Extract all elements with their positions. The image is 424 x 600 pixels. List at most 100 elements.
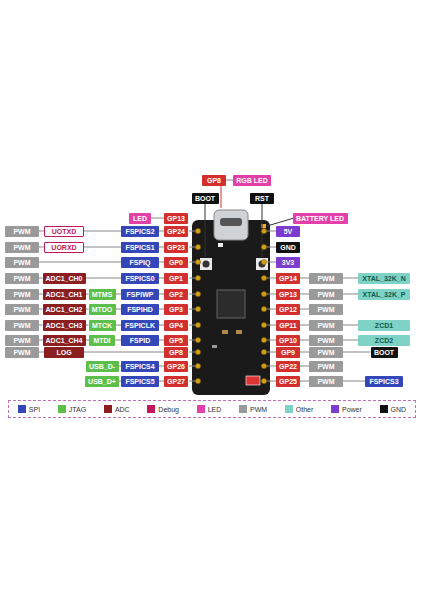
pin-label-text: FSPICS4 bbox=[125, 361, 154, 372]
button-cap bbox=[203, 261, 210, 268]
legend-item: GND bbox=[380, 405, 407, 413]
pin-label-text: LOG bbox=[56, 347, 71, 358]
adc-label: ADC1_CH4 bbox=[43, 335, 86, 346]
pwm-label: PWM bbox=[309, 273, 343, 284]
pin-connector bbox=[300, 340, 309, 341]
pin-connector bbox=[39, 309, 43, 310]
pwm-label: PWM bbox=[309, 335, 343, 346]
pin-label-text: PWM bbox=[13, 226, 30, 237]
pin-pad bbox=[261, 259, 266, 264]
pin-label-text: FSPIQ bbox=[129, 257, 150, 268]
pin-pad bbox=[195, 337, 200, 342]
pin-pad bbox=[195, 363, 200, 368]
pin-label-text: PWM bbox=[13, 347, 30, 358]
gpio-label: GP8 bbox=[202, 175, 226, 186]
adc-label: LOG bbox=[44, 347, 84, 358]
black-label: BOOT bbox=[192, 193, 219, 204]
pin-label-text: FSPICS1 bbox=[125, 242, 154, 253]
pin-label-text: BOOT bbox=[374, 347, 394, 358]
pin-label-text: GP4 bbox=[169, 320, 183, 331]
pin-connector bbox=[300, 352, 309, 353]
pin-leader bbox=[189, 309, 196, 310]
pin-connector bbox=[343, 381, 365, 382]
pin-label-text: GP11 bbox=[279, 320, 297, 331]
pin-label-text: GP13 bbox=[167, 213, 185, 224]
gpio-label: GP24 bbox=[164, 226, 188, 237]
pin-label-text: LED bbox=[133, 213, 147, 224]
pin-label-text: RST bbox=[255, 193, 269, 204]
pin-label-text: PWM bbox=[317, 304, 334, 315]
spi-label: FSPICS3 bbox=[365, 376, 403, 387]
pin-pad bbox=[261, 275, 266, 280]
pwm-label: PWM bbox=[5, 289, 39, 300]
pwm-label: PWM bbox=[309, 376, 343, 387]
legend-text: JTAG bbox=[69, 406, 86, 413]
antenna-part bbox=[246, 376, 260, 385]
pin-label-text: ADC1_CH2 bbox=[46, 304, 83, 315]
boot-button bbox=[200, 258, 212, 270]
pin-connector bbox=[151, 218, 164, 219]
pin-label-text: GP12 bbox=[279, 304, 297, 315]
pin-leader bbox=[189, 262, 196, 263]
pin-connector bbox=[343, 352, 371, 353]
pin-pad bbox=[195, 322, 200, 327]
chip bbox=[217, 290, 245, 318]
pin-label-text: GP5 bbox=[169, 335, 183, 346]
gpio-label: GP10 bbox=[276, 335, 300, 346]
pin-pad bbox=[261, 306, 266, 311]
pin-pad bbox=[261, 291, 266, 296]
pin-label-text: FSPICLK bbox=[125, 320, 155, 331]
legend-swatch bbox=[104, 405, 112, 413]
pin-leader bbox=[267, 340, 277, 341]
pin-label-text: FSPIWP bbox=[127, 289, 154, 300]
gpio-label: GP13 bbox=[164, 213, 188, 224]
pin-label-text: USB_D+ bbox=[88, 376, 116, 387]
pin-label-text: GP22 bbox=[279, 361, 297, 372]
gpio-label: GP4 bbox=[164, 320, 188, 331]
gpio-label: GP23 bbox=[164, 242, 188, 253]
black-label: BOOT bbox=[371, 347, 398, 358]
smd-part bbox=[222, 330, 228, 334]
led-label: BATTERY LED bbox=[293, 213, 348, 224]
pin-pad bbox=[195, 228, 200, 233]
pin-label-text: XTAL_32K_N bbox=[362, 273, 405, 284]
legend-swatch bbox=[18, 405, 26, 413]
spi-label: FSPICS1 bbox=[121, 242, 159, 253]
adc-label: ADC1_CH3 bbox=[43, 320, 86, 331]
pin-leader bbox=[267, 247, 277, 248]
black-label: GND bbox=[276, 242, 300, 253]
pin-leader bbox=[267, 366, 277, 367]
spi-label: FSPICS4 bbox=[121, 361, 159, 372]
pin-label-text: GP26 bbox=[167, 361, 185, 372]
pin-connector bbox=[39, 340, 43, 341]
reset-button bbox=[256, 258, 268, 270]
pin-pad bbox=[261, 228, 266, 233]
pin-label-text: GP25 bbox=[279, 376, 297, 387]
pin-pad bbox=[195, 244, 200, 249]
pin-leader bbox=[189, 366, 196, 367]
pin-leader bbox=[267, 352, 277, 353]
smd-part bbox=[236, 330, 242, 334]
pin-label-text: GP1 bbox=[169, 273, 183, 284]
spi-label: FSPID bbox=[121, 335, 159, 346]
spi-label: FSPICS5 bbox=[121, 376, 159, 387]
pin-connector bbox=[343, 325, 358, 326]
jtag-label: MTDI bbox=[89, 335, 115, 346]
pin-label-text: PWM bbox=[13, 304, 30, 315]
legend-text: SPI bbox=[29, 406, 40, 413]
pin-label-text: GND bbox=[280, 242, 296, 253]
jtag-label: MTMS bbox=[89, 289, 116, 300]
pin-connector bbox=[86, 278, 122, 279]
pin-label-text: FSPICS3 bbox=[369, 376, 398, 387]
pin-leader bbox=[189, 278, 196, 279]
pin-connector bbox=[300, 309, 309, 310]
legend-text: PWM bbox=[250, 406, 267, 413]
pin-label-text: PWM bbox=[13, 289, 30, 300]
pwm-label: PWM bbox=[309, 347, 343, 358]
legend-item: LED bbox=[197, 405, 222, 413]
pin-leader bbox=[267, 294, 277, 295]
other-label: XTAL_32K_P bbox=[358, 289, 410, 300]
pin-connector bbox=[343, 278, 358, 279]
pin-label-text: GP9 bbox=[281, 347, 295, 358]
